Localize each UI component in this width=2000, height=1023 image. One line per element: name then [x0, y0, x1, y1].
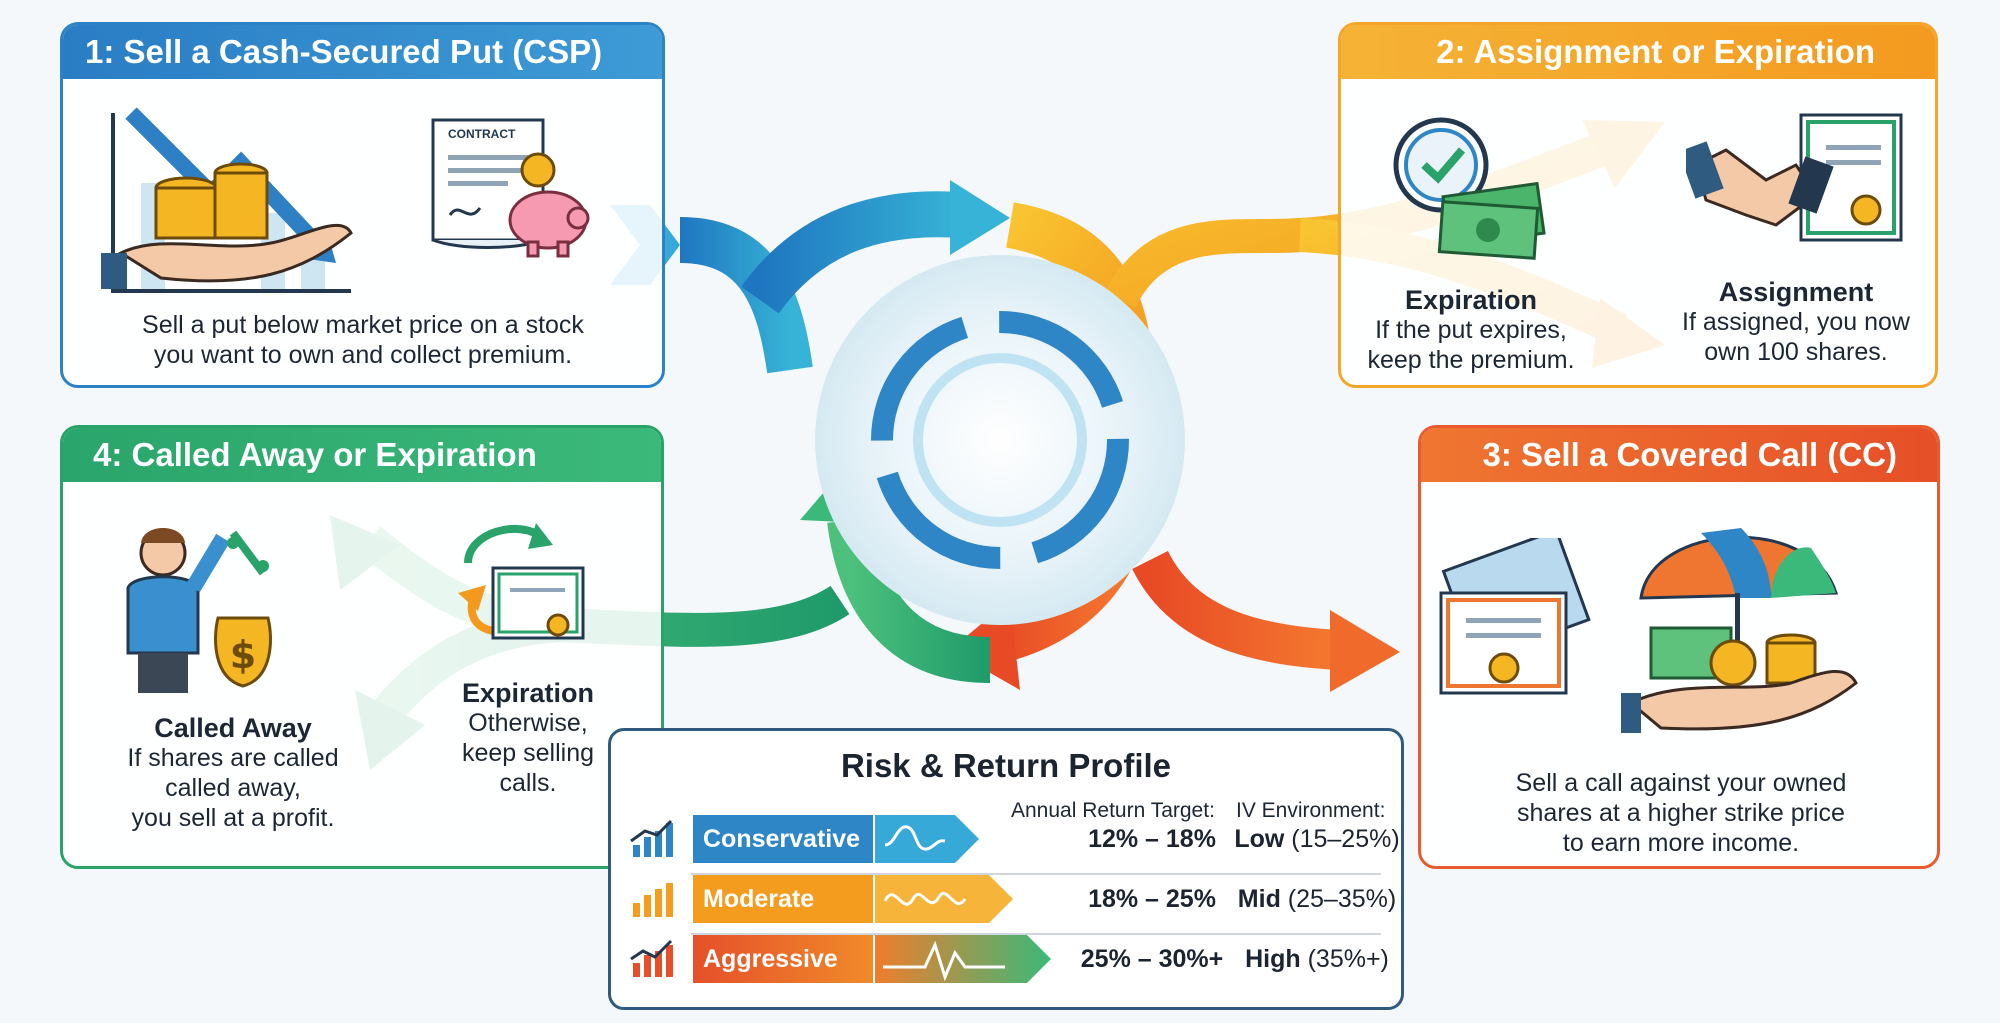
risk-return-panel: Risk & Return Profile Annual Return Targ… — [608, 728, 1404, 1010]
center-glow — [815, 255, 1185, 625]
step1-desc-line2: you want to own and collect premium. — [153, 341, 573, 369]
risk-label-bar: Conservative — [693, 815, 873, 863]
step4-expiration-line3: calls. — [499, 769, 557, 797]
svg-text:$: $ — [230, 633, 256, 677]
called-away-line2: called away, — [165, 774, 301, 802]
expiration-line1: If the put expires, — [1375, 316, 1567, 344]
expiration-title: Expiration — [1404, 285, 1538, 315]
blue-arrowhead — [950, 180, 1010, 255]
step3-description: Sell a call against your owned shares at… — [1441, 768, 1921, 858]
step1-header: 1: Sell a Cash-Secured Put (CSP) — [63, 25, 662, 79]
step4-expiration: Expiration Otherwise, keep selling calls… — [438, 678, 618, 798]
step1-description: Sell a put below market price on a stock… — [83, 310, 643, 370]
falling-chart-coins-icon — [101, 107, 353, 293]
step2-assignment: Assignment If assigned, you now own 100 … — [1671, 277, 1921, 367]
renew-certificate-icon — [458, 523, 585, 640]
step4-panel: 4: Called Away or Expiration $ Called Aw… — [60, 425, 664, 869]
step2-panel: 2: Assignment or Expiration Expiration I… — [1338, 22, 1938, 388]
step2-expiration: Expiration If the put expires, keep the … — [1351, 285, 1591, 375]
step4-expiration-line1: Otherwise, — [468, 709, 588, 737]
step3-desc-line1: Sell a call against your owned — [1515, 769, 1847, 797]
iv-level: Mid — [1237, 885, 1281, 913]
expiration-line2: keep the premium. — [1367, 346, 1575, 374]
return-column-header: Annual Return Target: — [1011, 799, 1215, 822]
umbrella-income-icon — [1621, 528, 1858, 733]
step3-desc-line2: shares at a higher strike price — [1517, 799, 1845, 827]
assignment-title: Assignment — [1718, 277, 1874, 307]
row-divider — [691, 873, 1381, 875]
risk-row-moderate: Moderate 18% – 25% Mid (25–35%) — [627, 873, 1396, 929]
risk-label-bar: Moderate — [693, 875, 873, 923]
iv-environment: Low (15–25%) — [1227, 825, 1407, 854]
return-target: 25% – 30%+ — [1080, 945, 1224, 973]
step2-header: 2: Assignment or Expiration — [1341, 25, 1935, 79]
step4-expiration-title: Expiration — [461, 678, 595, 708]
risk-row-aggressive: Aggressive 25% – 30%+ High (35%+) — [627, 933, 1389, 989]
iv-column-header: IV Environment: — [1236, 799, 1386, 822]
called-away-line1: If shares are called — [127, 744, 339, 772]
handshake-certificate-icon — [1686, 113, 1903, 242]
iv-environment: High (35%+) — [1227, 945, 1407, 974]
rising-bars-icon — [630, 819, 673, 857]
step3-header: 3: Sell a Covered Call (CC) — [1421, 428, 1937, 482]
trend-bars-icon — [630, 939, 673, 977]
iv-range: (25–35%) — [1287, 885, 1397, 913]
person-money-bag-icon: $ — [126, 528, 272, 693]
spike-arrow-icon — [875, 935, 1051, 983]
called-away-title: Called Away — [154, 713, 312, 743]
row-divider — [691, 933, 1381, 935]
certificate-stack-icon — [1439, 538, 1591, 695]
assignment-line1: If assigned, you now — [1682, 308, 1910, 336]
step4-called-away: Called Away If shares are called called … — [68, 713, 398, 833]
step3-panel: 3: Sell a Covered Call (CC) Sell a call … — [1418, 425, 1940, 869]
iv-range: (35%+) — [1307, 945, 1389, 973]
contract-piggy-bank-icon — [431, 118, 590, 258]
iv-level: High — [1245, 945, 1301, 973]
risk-title: Risk & Return Profile — [840, 747, 1172, 784]
contract-label: CONTRACT — [448, 127, 516, 141]
called-away-line3: you sell at a profit. — [131, 804, 335, 832]
bar-chart-icon — [633, 883, 673, 917]
step1-desc-line1: Sell a put below market price on a stock — [142, 311, 584, 339]
step3-desc-line3: to earn more income. — [1562, 829, 1800, 857]
iv-level: Low — [1234, 825, 1285, 853]
iv-range: (15–25%) — [1291, 825, 1400, 853]
return-target: 18% – 25% — [1088, 885, 1216, 913]
red-arrowhead-right — [1330, 610, 1400, 692]
return-target: 12% – 18% — [1088, 825, 1216, 853]
risk-label-bar: Aggressive — [693, 935, 873, 983]
risk-row-conservative: Conservative 12% – 18% Low (15–25%) — [627, 813, 1400, 869]
iv-environment: Mid (25–35%) — [1227, 885, 1407, 914]
assignment-line2: own 100 shares. — [1704, 338, 1888, 366]
step4-header: 4: Called Away or Expiration — [63, 428, 661, 482]
wave-arrow-icon — [875, 815, 979, 863]
step4-expiration-line2: keep selling — [461, 739, 595, 767]
step1-panel: 1: Sell a Cash-Secured Put (CSP) CONTRAC… — [60, 22, 665, 388]
wave-arrow-icon — [875, 875, 1013, 923]
clock-cash-icon — [1393, 117, 1546, 260]
